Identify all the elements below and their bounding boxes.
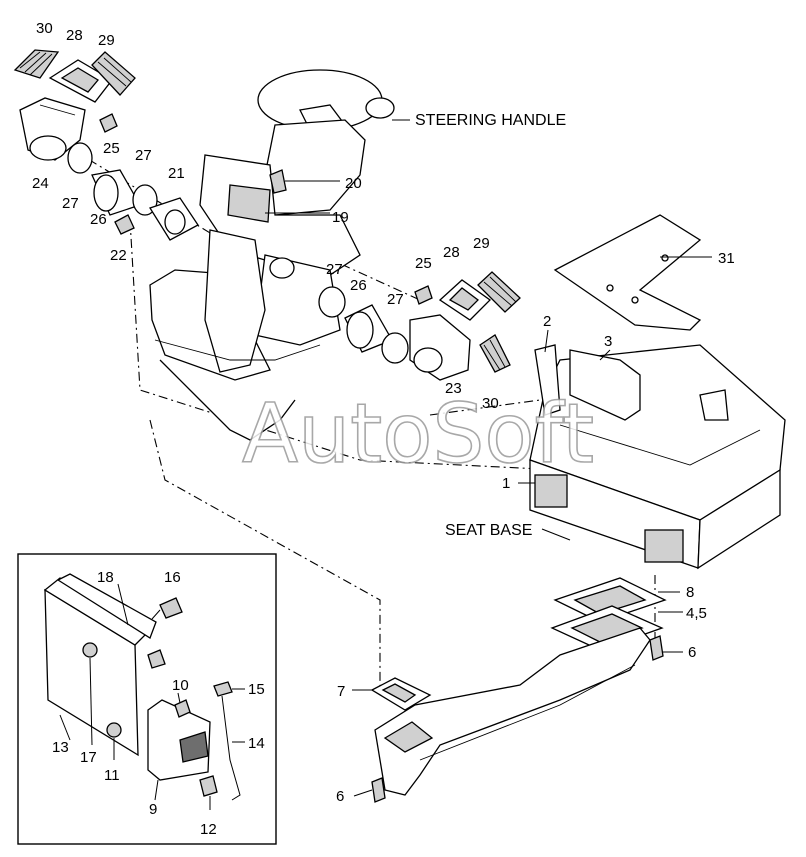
callout-28-upper: 28 xyxy=(66,27,83,44)
inset-nut-11 xyxy=(106,722,122,738)
clamp-27-upper-a xyxy=(67,142,93,174)
seat-base-label: SEAT BASE xyxy=(445,522,532,539)
callout-4-5: 4,5 xyxy=(686,605,707,622)
callout-13: 13 xyxy=(52,739,69,756)
adapter-21 xyxy=(149,197,199,241)
callout-3: 3 xyxy=(604,333,612,350)
clamp-27-middle-b xyxy=(381,332,409,364)
seal-30-upper xyxy=(13,49,60,79)
callout-2: 2 xyxy=(543,313,551,330)
callout-24: 24 xyxy=(32,175,49,192)
lower-duct xyxy=(374,627,651,796)
inset-nut-17 xyxy=(82,642,98,658)
inset-connector-12 xyxy=(199,775,218,797)
callout-27-middle-a: 27 xyxy=(326,261,343,278)
duct-23 xyxy=(409,314,471,381)
seal-30-middle xyxy=(479,334,511,373)
callout-23: 23 xyxy=(445,380,462,397)
callout-31: 31 xyxy=(718,250,735,267)
bracket-2 xyxy=(534,344,561,416)
screw-6-right xyxy=(649,635,664,661)
callout-27-middle-b: 27 xyxy=(387,291,404,308)
seat-base xyxy=(529,344,786,570)
callout-18: 18 xyxy=(97,569,114,586)
callout-26-upper: 26 xyxy=(90,211,107,228)
inset-rail-18 xyxy=(56,573,157,639)
screw-20 xyxy=(269,169,287,194)
hose-26-middle xyxy=(344,304,393,353)
gasket-8 xyxy=(553,577,667,623)
callout-10: 10 xyxy=(172,677,189,694)
callout-16: 16 xyxy=(164,569,181,586)
screw-22 xyxy=(114,214,135,235)
callout-29-upper: 29 xyxy=(98,32,115,49)
callout-26-middle: 26 xyxy=(350,277,367,294)
callout-25-upper: 25 xyxy=(103,140,120,157)
screw-25-upper xyxy=(99,113,118,133)
inset-screw-15 xyxy=(213,681,233,697)
steering-handle-label: STEERING HANDLE xyxy=(415,112,566,129)
callout-1: 1 xyxy=(502,475,510,492)
callout-12: 12 xyxy=(200,821,217,838)
console-cover xyxy=(149,229,321,441)
callout-20: 20 xyxy=(345,175,362,192)
duct-24 xyxy=(19,97,86,161)
callout-27-upper-b: 27 xyxy=(135,147,152,164)
clamp-27-middle-a xyxy=(318,286,346,318)
callout-9: 9 xyxy=(149,801,157,818)
callout-11: 11 xyxy=(104,767,120,784)
bracket-right xyxy=(699,389,729,421)
gasket-4-5 xyxy=(550,605,664,651)
callout-22: 22 xyxy=(110,247,127,264)
screw-6-lower xyxy=(371,777,386,803)
inset-wire-14 xyxy=(221,695,241,801)
hose-26-upper xyxy=(91,169,141,216)
gasket-28-middle xyxy=(438,279,492,321)
callout-29-middle: 29 xyxy=(473,235,490,252)
callout-25-middle: 25 xyxy=(415,255,432,272)
inset-bolt-16 xyxy=(159,597,183,619)
gasket-7 xyxy=(370,677,432,711)
callout-14: 14 xyxy=(248,735,265,752)
callouts: 30 28 29 25 24 27 27 26 21 22 20 19 27 2… xyxy=(32,20,735,838)
callout-30-upper: 30 xyxy=(36,20,53,37)
leader-lines xyxy=(59,119,712,810)
callout-15: 15 xyxy=(248,681,265,698)
callout-17: 17 xyxy=(80,749,97,766)
cover-31 xyxy=(553,214,702,331)
inset-clip xyxy=(147,649,166,669)
watermark: AutoSoft xyxy=(242,387,594,482)
callout-6-lower: 6 xyxy=(336,788,344,805)
plate-3 xyxy=(569,349,641,421)
callout-27-upper-a: 27 xyxy=(62,195,79,212)
inset-bracket-9 xyxy=(147,699,211,781)
callout-6-right: 6 xyxy=(688,644,696,661)
callout-7: 7 xyxy=(337,683,345,700)
seal-29-upper xyxy=(91,51,136,96)
callout-19: 19 xyxy=(332,209,349,226)
callout-8: 8 xyxy=(686,584,694,601)
callout-21: 21 xyxy=(168,165,185,182)
steering-column xyxy=(199,119,366,346)
screw-25-middle xyxy=(414,285,433,305)
inset-screw-10 xyxy=(174,699,191,718)
seal-29-middle xyxy=(477,271,521,313)
callout-28-middle: 28 xyxy=(443,244,460,261)
callout-30-middle: 30 xyxy=(482,395,499,412)
